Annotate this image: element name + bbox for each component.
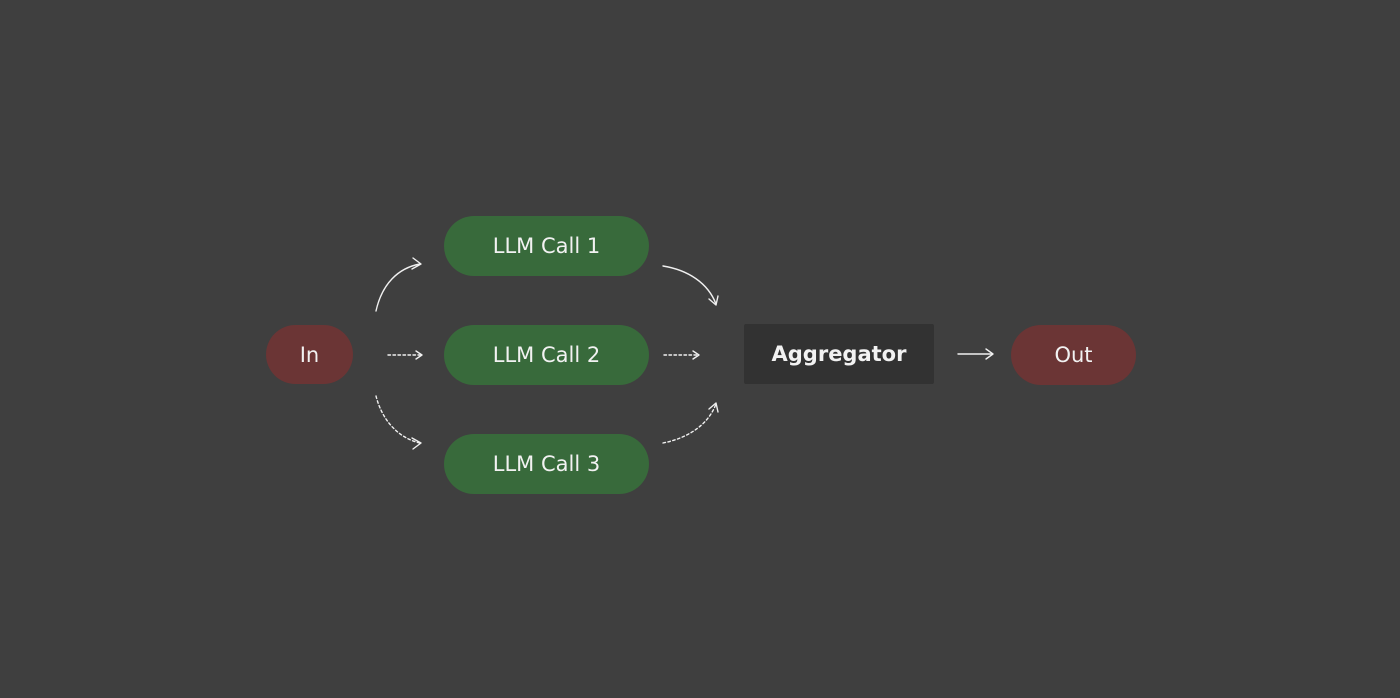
arrowhead-llm-call-1-to-aggregator — [708, 295, 719, 306]
arrowhead-in-to-llm-call-2 — [415, 350, 423, 360]
arrowhead-llm-call-3-to-aggregator — [708, 402, 719, 413]
input-node-label: In — [299, 342, 320, 367]
output-node: Out — [1011, 325, 1136, 385]
arrowhead-llm-call-2-to-aggregator — [692, 350, 700, 360]
edge-in-to-llm-call-1 — [375, 263, 421, 312]
aggregator-label: Aggregator — [771, 342, 907, 366]
arrowhead-aggregator-to-out — [985, 348, 994, 360]
aggregator-node: Aggregator — [744, 324, 934, 384]
edge-in-to-llm-call-3 — [375, 395, 421, 444]
output-node-label: Out — [1054, 343, 1093, 367]
edge-llm-call-1-to-aggregator — [662, 265, 717, 305]
edge-llm-call-3-to-aggregator — [662, 403, 717, 444]
llm-call-3-label: LLM Call 3 — [492, 452, 601, 476]
llm-call-3-node: LLM Call 3 — [444, 434, 649, 494]
llm-call-1-label: LLM Call 1 — [492, 234, 601, 258]
llm-call-1-node: LLM Call 1 — [444, 216, 649, 276]
input-node: In — [266, 325, 353, 384]
llm-call-2-node: LLM Call 2 — [444, 325, 649, 385]
arrowhead-in-to-llm-call-3 — [411, 437, 422, 450]
llm-call-2-label: LLM Call 2 — [492, 343, 601, 367]
arrowhead-in-to-llm-call-1 — [411, 257, 422, 270]
